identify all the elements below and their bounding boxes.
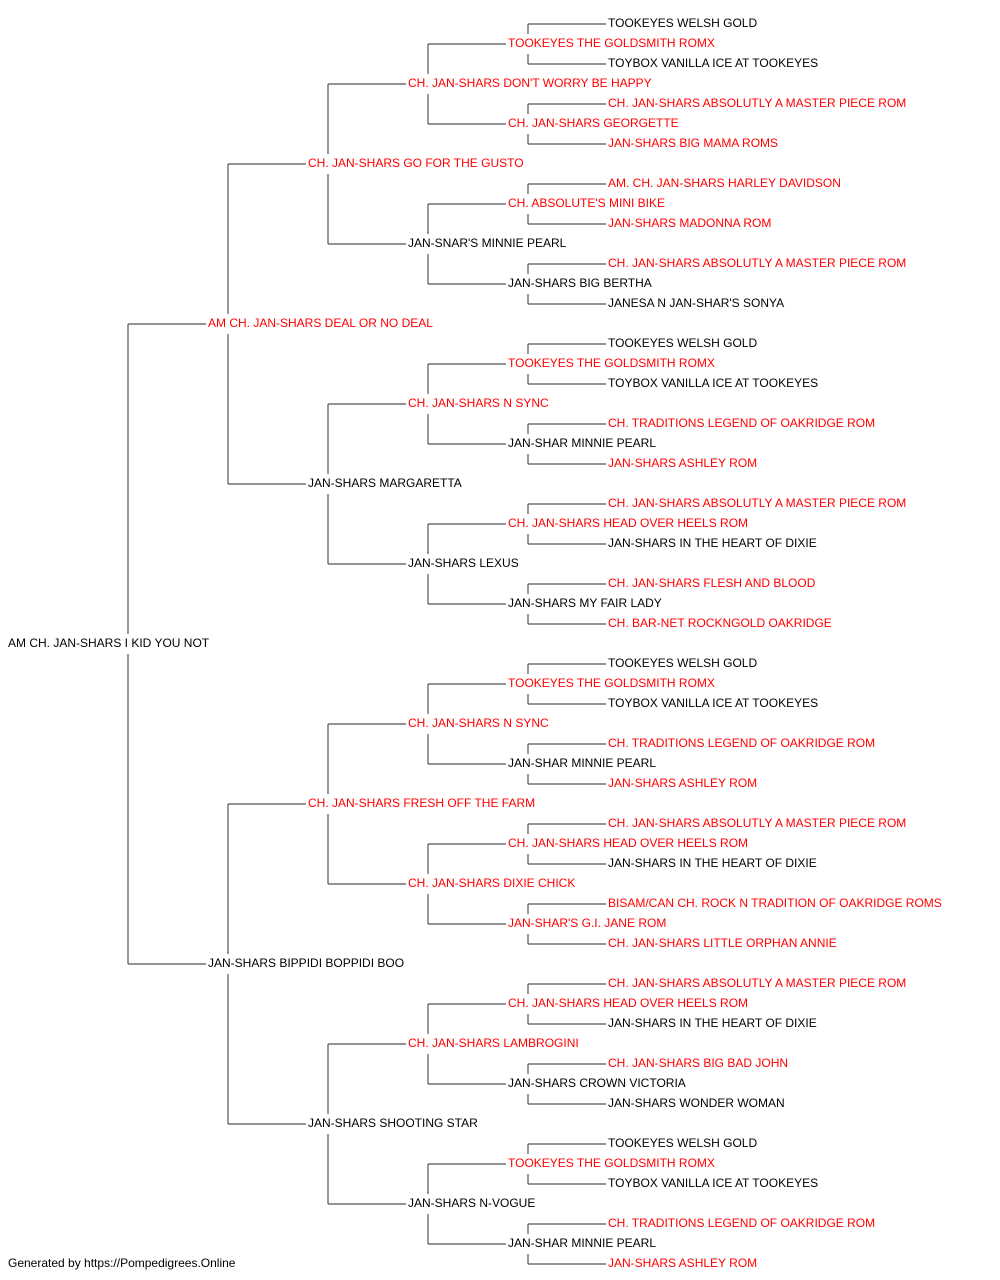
ancestor-jan-shars-in-the-heart-of-dixie: JAN-SHARS IN THE HEART OF DIXIE (608, 856, 817, 870)
ancestor-ch-jan-shars-n-sync: CH. JAN-SHARS N SYNC (408, 716, 549, 730)
ancestor-jan-shars-bippidi-boppidi-boo: JAN-SHARS BIPPIDI BOPPIDI BOO (208, 956, 404, 970)
ancestor-jan-shars-big-bertha: JAN-SHARS BIG BERTHA (508, 276, 652, 290)
ancestor-am-ch-jan-shars-harley-davidson: AM. CH. JAN-SHARS HARLEY DAVIDSON (608, 176, 841, 190)
ancestor-janesa-n-jan-shar-s-sonya: JANESA N JAN-SHAR'S SONYA (608, 296, 784, 310)
pedigree-name-labels: AM CH. JAN-SHARS I KID YOU NOT AM CH. JAN… (8, 16, 942, 1270)
ancestor-ch-jan-shars-fresh-off-the-farm: CH. JAN-SHARS FRESH OFF THE FARM (308, 796, 535, 810)
ancestor-ch-jan-shars-flesh-and-blood: CH. JAN-SHARS FLESH AND BLOOD (608, 576, 816, 590)
ancestor-ch-jan-shars-absolutly-a-master-piece-rom: CH. JAN-SHARS ABSOLUTLY A MASTER PIECE R… (608, 256, 906, 270)
ancestor-jan-shars-big-mama-roms: JAN-SHARS BIG MAMA ROMS (608, 136, 778, 150)
ancestor-jan-shar-minnie-pearl: JAN-SHAR MINNIE PEARL (508, 436, 656, 450)
ancestor-jan-shars-shooting-star: JAN-SHARS SHOOTING STAR (308, 1116, 478, 1130)
ancestor-jan-shars-n-vogue: JAN-SHARS N-VOGUE (408, 1196, 535, 1210)
ancestor-tookeyes-the-goldsmith-romx: TOOKEYES THE GOLDSMITH ROMX (508, 356, 715, 370)
ancestor-tookeyes-welsh-gold: TOOKEYES WELSH GOLD (608, 336, 757, 350)
ancestor-tookeyes-welsh-gold: TOOKEYES WELSH GOLD (608, 656, 757, 670)
ancestor-ch-jan-shars-head-over-heels-rom: CH. JAN-SHARS HEAD OVER HEELS ROM (508, 996, 748, 1010)
ancestor-jan-shars-ashley-rom: JAN-SHARS ASHLEY ROM (608, 776, 757, 790)
ancestor-tookeyes-welsh-gold: TOOKEYES WELSH GOLD (608, 1136, 757, 1150)
ancestor-jan-shar-minnie-pearl: JAN-SHAR MINNIE PEARL (508, 756, 656, 770)
ancestor-ch-jan-shars-absolutly-a-master-piece-rom: CH. JAN-SHARS ABSOLUTLY A MASTER PIECE R… (608, 976, 906, 990)
ancestor-toybox-vanilla-ice-at-tookeyes: TOYBOX VANILLA ICE AT TOOKEYES (608, 1176, 818, 1190)
ancestor-ch-jan-shars-head-over-heels-rom: CH. JAN-SHARS HEAD OVER HEELS ROM (508, 516, 748, 530)
ancestor-jan-shar-s-g-i-jane-rom: JAN-SHAR'S G.I. JANE ROM (508, 916, 666, 930)
ancestor-jan-shars-in-the-heart-of-dixie: JAN-SHARS IN THE HEART OF DIXIE (608, 536, 817, 550)
pedigree-connector-lines (127, 23, 606, 1265)
ancestor-ch-jan-shars-georgette: CH. JAN-SHARS GEORGETTE (508, 116, 679, 130)
ancestor-ch-absolute-s-mini-bike: CH. ABSOLUTE'S MINI BIKE (508, 196, 665, 210)
ancestor-ch-jan-shars-absolutly-a-master-piece-rom: CH. JAN-SHARS ABSOLUTLY A MASTER PIECE R… (608, 96, 906, 110)
ancestor-ch-jan-shars-n-sync: CH. JAN-SHARS N SYNC (408, 396, 549, 410)
ancestor-jan-shars-in-the-heart-of-dixie: JAN-SHARS IN THE HEART OF DIXIE (608, 1016, 817, 1030)
ancestor-tookeyes-the-goldsmith-romx: TOOKEYES THE GOLDSMITH ROMX (508, 1156, 715, 1170)
ancestor-ch-bar-net-rockngold-oakridge: CH. BAR-NET ROCKNGOLD OAKRIDGE (608, 616, 832, 630)
ancestor-ch-jan-shars-absolutly-a-master-piece-rom: CH. JAN-SHARS ABSOLUTLY A MASTER PIECE R… (608, 496, 906, 510)
ancestor-jan-shars-madonna-rom: JAN-SHARS MADONNA ROM (608, 216, 771, 230)
ancestor-ch-jan-shars-head-over-heels-rom: CH. JAN-SHARS HEAD OVER HEELS ROM (508, 836, 748, 850)
ancestor-ch-jan-shars-go-for-the-gusto: CH. JAN-SHARS GO FOR THE GUSTO (308, 156, 524, 170)
generated-by-credit: Generated by https://Pompedigrees.Online (8, 1256, 236, 1270)
ancestor-am-ch-jan-shars-deal-or-no-deal: AM CH. JAN-SHARS DEAL OR NO DEAL (208, 316, 433, 330)
ancestor-am-ch-jan-shars-i-kid-you-not: AM CH. JAN-SHARS I KID YOU NOT (8, 636, 210, 650)
ancestor-bisam-can-ch-rock-n-tradition-of-oakridge-roms: BISAM/CAN CH. ROCK N TRADITION OF OAKRID… (608, 896, 942, 910)
ancestor-jan-shars-my-fair-lady: JAN-SHARS MY FAIR LADY (508, 596, 662, 610)
ancestor-jan-shars-crown-victoria: JAN-SHARS CROWN VICTORIA (508, 1076, 686, 1090)
ancestor-jan-shars-wonder-woman: JAN-SHARS WONDER WOMAN (608, 1096, 785, 1110)
ancestor-tookeyes-welsh-gold: TOOKEYES WELSH GOLD (608, 16, 757, 30)
ancestor-tookeyes-the-goldsmith-romx: TOOKEYES THE GOLDSMITH ROMX (508, 36, 715, 50)
ancestor-jan-shars-ashley-rom: JAN-SHARS ASHLEY ROM (608, 456, 757, 470)
ancestor-jan-snar-s-minnie-pearl: JAN-SNAR'S MINNIE PEARL (408, 236, 567, 250)
ancestor-jan-shars-ashley-rom: JAN-SHARS ASHLEY ROM (608, 1256, 757, 1270)
ancestor-tookeyes-the-goldsmith-romx: TOOKEYES THE GOLDSMITH ROMX (508, 676, 715, 690)
ancestor-toybox-vanilla-ice-at-tookeyes: TOYBOX VANILLA ICE AT TOOKEYES (608, 376, 818, 390)
ancestor-jan-shars-margaretta: JAN-SHARS MARGARETTA (308, 476, 462, 490)
ancestor-ch-jan-shars-little-orphan-annie: CH. JAN-SHARS LITTLE ORPHAN ANNIE (608, 936, 837, 950)
ancestor-toybox-vanilla-ice-at-tookeyes: TOYBOX VANILLA ICE AT TOOKEYES (608, 56, 818, 70)
ancestor-ch-jan-shars-big-bad-john: CH. JAN-SHARS BIG BAD JOHN (608, 1056, 788, 1070)
ancestor-ch-jan-shars-lambrogini: CH. JAN-SHARS LAMBROGINI (408, 1036, 579, 1050)
ancestor-jan-shars-lexus: JAN-SHARS LEXUS (408, 556, 519, 570)
ancestor-ch-jan-shars-absolutly-a-master-piece-rom: CH. JAN-SHARS ABSOLUTLY A MASTER PIECE R… (608, 816, 906, 830)
ancestor-jan-shar-minnie-pearl: JAN-SHAR MINNIE PEARL (508, 1236, 656, 1250)
ancestor-ch-traditions-legend-of-oakridge-rom: CH. TRADITIONS LEGEND OF OAKRIDGE ROM (608, 1216, 875, 1230)
ancestor-ch-traditions-legend-of-oakridge-rom: CH. TRADITIONS LEGEND OF OAKRIDGE ROM (608, 416, 875, 430)
ancestor-ch-jan-shars-don-t-worry-be-happy: CH. JAN-SHARS DON'T WORRY BE HAPPY (408, 76, 652, 90)
ancestor-ch-traditions-legend-of-oakridge-rom: CH. TRADITIONS LEGEND OF OAKRIDGE ROM (608, 736, 875, 750)
ancestor-toybox-vanilla-ice-at-tookeyes: TOYBOX VANILLA ICE AT TOOKEYES (608, 696, 818, 710)
ancestor-ch-jan-shars-dixie-chick: CH. JAN-SHARS DIXIE CHICK (408, 876, 575, 890)
